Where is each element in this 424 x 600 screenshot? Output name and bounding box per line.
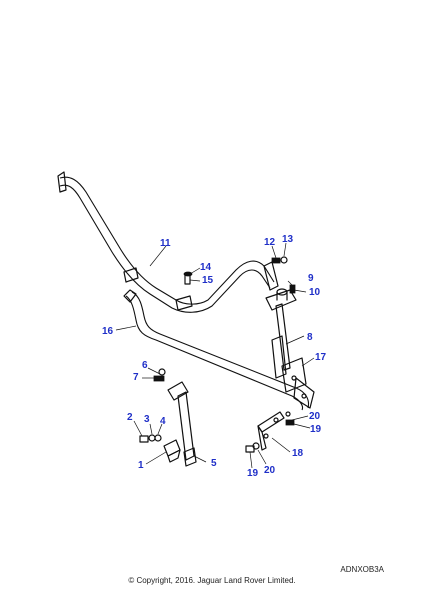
- leader-lines: [115, 242, 315, 469]
- callout-6: 6: [142, 360, 148, 371]
- callout-16: 16: [102, 326, 114, 337]
- callout-1: 1: [138, 460, 144, 471]
- diagram-reference-code: ADNXOB3A: [340, 565, 384, 574]
- copyright-notice: © Copyright, 2016. Jaguar Land Rover Lim…: [128, 576, 296, 585]
- callout-13: 13: [282, 234, 294, 245]
- callout-12: 12: [264, 237, 276, 248]
- callout-9: 9: [308, 273, 314, 284]
- bracket-part-8: [265, 288, 297, 379]
- callout-19: 19: [310, 424, 322, 435]
- callout-20-lower: 20: [264, 465, 276, 476]
- callout-10: 10: [309, 287, 321, 298]
- callout-17: 17: [315, 352, 327, 363]
- lower-tube-part-16: [123, 289, 310, 411]
- callout-7: 7: [133, 372, 139, 383]
- callout-14: 14: [200, 262, 212, 273]
- callout-18: 18: [292, 448, 304, 459]
- callout-19-lower: 19: [247, 468, 259, 479]
- clamp-part-1: [163, 439, 181, 463]
- callout-20: 20: [309, 411, 321, 422]
- callout-11: 11: [160, 238, 171, 249]
- fasteners: [139, 256, 296, 453]
- callout-15: 15: [202, 275, 214, 286]
- callout-3: 3: [144, 414, 150, 425]
- callout-2: 2: [127, 412, 133, 423]
- callout-labels: 1 2 3 4 5 6 7 8 10 11 12 13 14 15 16 17 …: [102, 234, 327, 479]
- bracket-part-17: [281, 357, 315, 409]
- callout-4: 4: [160, 416, 166, 427]
- callout-8: 8: [307, 332, 313, 343]
- bracket-part-18: [257, 411, 285, 451]
- callout-5: 5: [211, 458, 217, 469]
- upper-tube-part-11: [57, 171, 279, 313]
